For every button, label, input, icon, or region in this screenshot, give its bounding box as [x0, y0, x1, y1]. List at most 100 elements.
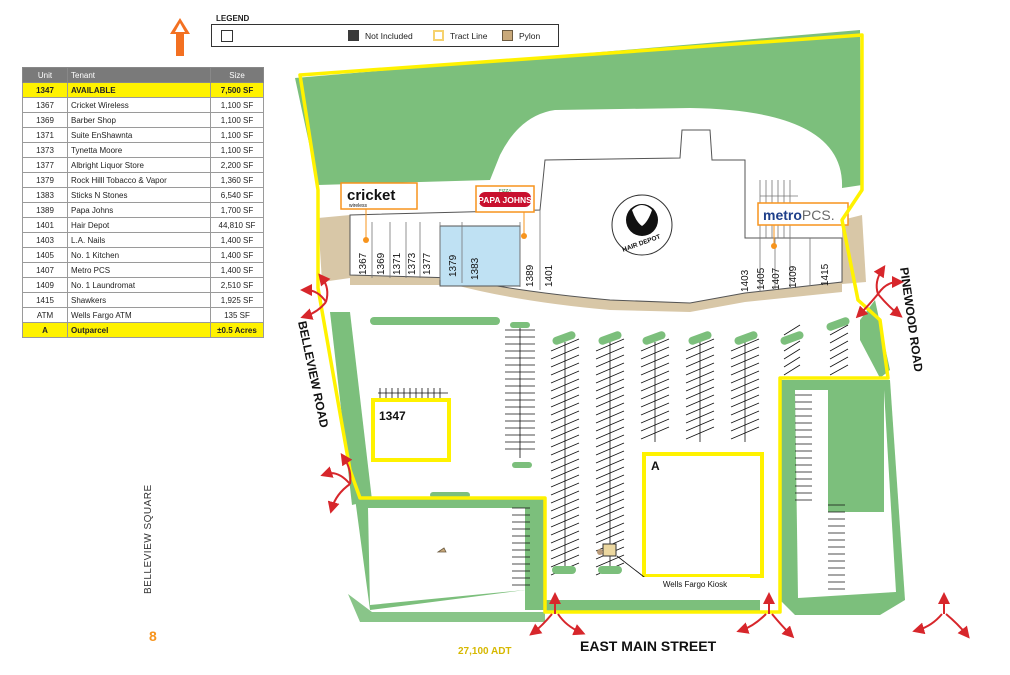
unit-label: 1405 — [756, 267, 767, 290]
table-cell-unit: 1383 — [22, 187, 68, 203]
table-cell-unit: 1367 — [22, 97, 68, 113]
parking-stalls — [378, 324, 849, 590]
table-cell-size: 7,500 SF — [210, 82, 264, 98]
hair-depot-logo: HAIR DEPOT — [611, 194, 673, 256]
table-cell-unit: 1415 — [22, 292, 68, 308]
parking-stall-line — [829, 348, 849, 360]
unit-label: 1389 — [525, 264, 536, 287]
parking-stall-line — [783, 364, 801, 376]
legend-label: Tract Line — [450, 30, 488, 41]
table-cell-unit: 1405 — [22, 247, 68, 263]
pylons — [436, 547, 447, 553]
unit-label: 1371 — [392, 252, 403, 275]
table-cell-size: 1,925 SF — [210, 292, 264, 308]
table-cell-size: 1,360 SF — [210, 172, 264, 188]
unit-labels: 1367 1369 1371 1373 1377 1379 1383 1389 … — [358, 252, 831, 292]
table-cell-tenant: Papa Johns — [67, 202, 211, 218]
table-cell-tenant: Wells Fargo ATM — [67, 307, 211, 323]
table-cell-tenant: Rock Hilll Tobacco & Vapor — [67, 172, 211, 188]
column-header: Size — [210, 67, 264, 83]
parking-stall-line — [783, 348, 801, 360]
table-cell-tenant: Sticks N Stones — [67, 187, 211, 203]
unit-label: 1367 — [358, 252, 369, 275]
table-cell-tenant: Metro PCS — [67, 262, 211, 278]
svg-text:PAPA JOHNS: PAPA JOHNS — [478, 195, 532, 205]
table-cell-tenant: L.A. Nails — [67, 232, 211, 248]
unit-label: 1373 — [407, 252, 418, 275]
unit-label: 1415 — [820, 263, 831, 286]
parking-stall-line — [829, 356, 849, 368]
legend-item-pylon: Pylon — [502, 30, 540, 41]
legend: Not Included Tract Line Pylon — [211, 24, 559, 47]
table-cell-tenant: No. 1 Laundromat — [67, 277, 211, 293]
unit-label: 1379 — [448, 254, 459, 277]
table-cell-size: 1,400 SF — [210, 232, 264, 248]
paved-areas — [368, 388, 896, 605]
table-cell-tenant: Tynetta Moore — [67, 142, 211, 158]
pad-1347: 1347 — [371, 398, 451, 462]
table-cell-tenant: Suite EnShawnta — [67, 127, 211, 143]
svg-text:1347: 1347 — [379, 409, 406, 423]
table-header-row: Unit Tenant Size — [22, 67, 264, 83]
table-cell-size: 1,100 SF — [210, 97, 264, 113]
parking-stall-line — [783, 356, 801, 368]
property-name: BELLEVIEW SQUARE — [143, 484, 154, 594]
table-cell-size: 2,510 SF — [210, 277, 264, 293]
svg-text:PIZZA: PIZZA — [499, 188, 512, 193]
unit-label: 1369 — [376, 252, 387, 275]
north-arrow-icon — [170, 18, 190, 56]
svg-text:metroPCS.: metroPCS. — [763, 207, 835, 223]
table-cell-tenant: No. 1 Kitchen — [67, 247, 211, 263]
legend-label: Not Included — [365, 30, 413, 41]
table-cell-unit: 1371 — [22, 127, 68, 143]
unit-label: 1377 — [422, 252, 433, 275]
table-cell-size: 1,100 SF — [210, 142, 264, 158]
legend-item-tract-line: Tract Line — [433, 30, 487, 41]
table-cell-size: 1,400 SF — [210, 247, 264, 263]
table-cell-unit: A — [22, 322, 68, 338]
papa-johns-logo: PIZZA PAPA JOHNS — [475, 185, 535, 239]
legend-item-not-included: Not Included — [348, 30, 413, 41]
table-cell-tenant: Shawkers — [67, 292, 211, 308]
table-cell-size: 44,810 SF — [210, 217, 264, 233]
cricket-logo: cricket wireless — [340, 182, 418, 243]
table-cell-unit: 1409 — [22, 277, 68, 293]
south-road-label: EAST MAIN STREET — [580, 638, 717, 654]
table-cell-unit: 1379 — [22, 172, 68, 188]
parking-stall-line — [829, 340, 849, 352]
table-cell-unit: 1403 — [22, 232, 68, 248]
not-included-swatch — [348, 30, 359, 41]
pad-outparcel-a: A — [642, 452, 764, 578]
svg-text:wireless: wireless — [349, 203, 368, 209]
unit-label: 1403 — [740, 269, 751, 292]
column-header: Unit — [22, 67, 68, 83]
table-cell-unit: 1369 — [22, 112, 68, 128]
tract-line-swatch — [433, 30, 444, 41]
table-cell-unit: 1377 — [22, 157, 68, 173]
table-cell-tenant: AVAILABLE — [67, 82, 211, 98]
traffic-count: 27,100 ADT — [458, 646, 512, 657]
table-cell-unit: 1373 — [22, 142, 68, 158]
table-cell-tenant: Cricket Wireless — [67, 97, 211, 113]
table-cell-size: 1,400 SF — [210, 262, 264, 278]
unit-label: 1383 — [470, 257, 481, 280]
table-cell-unit: ATM — [22, 307, 68, 323]
table-cell-unit: 1347 — [22, 82, 68, 98]
table-cell-unit: 1407 — [22, 262, 68, 278]
parking-stall-line — [783, 324, 801, 336]
page-number: 8 — [149, 628, 157, 644]
table-cell-unit: 1401 — [22, 217, 68, 233]
